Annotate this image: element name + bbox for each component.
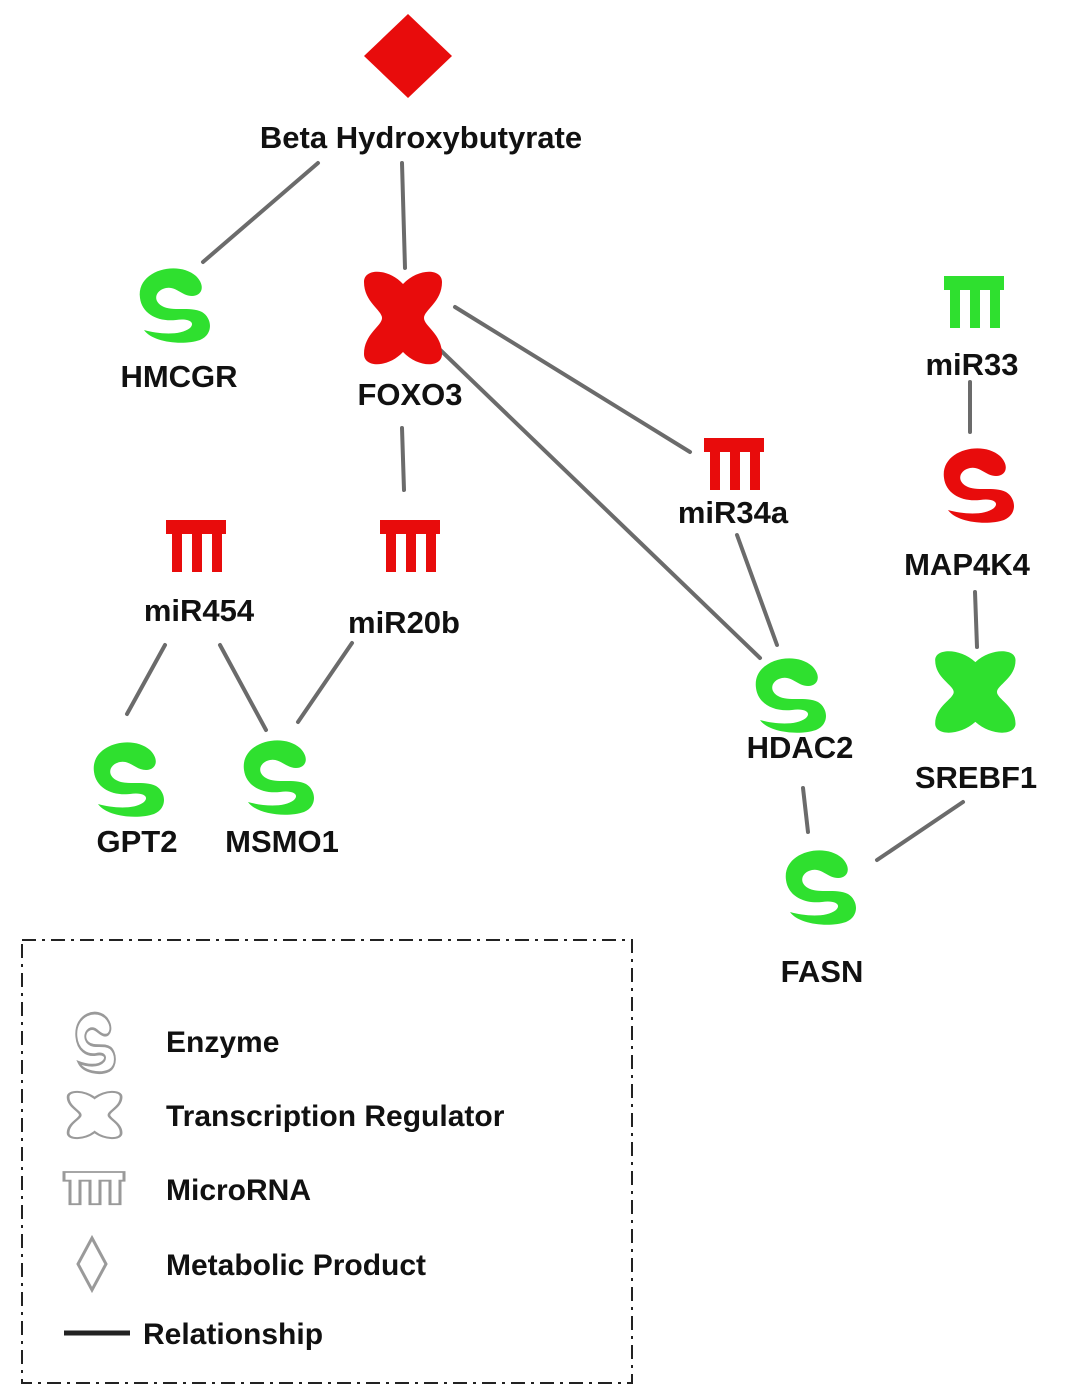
microrna-icon bbox=[380, 520, 440, 572]
legend-label: Metabolic Product bbox=[166, 1249, 426, 1282]
enzyme-icon bbox=[755, 658, 826, 733]
node-mir20b: miR20b bbox=[348, 520, 460, 640]
node-fasn: FASN bbox=[781, 850, 864, 989]
edge-map4k4-srebf1 bbox=[973, 590, 979, 649]
edge-mir454-gpt2 bbox=[125, 643, 167, 716]
node-mir34a: miR34a bbox=[678, 438, 789, 530]
node-label: FASN bbox=[781, 954, 864, 989]
legend-label: MicroRNA bbox=[166, 1174, 311, 1207]
node-label: MAP4K4 bbox=[904, 547, 1031, 582]
enzyme-icon bbox=[93, 742, 164, 817]
node-label: miR20b bbox=[348, 605, 460, 640]
node-gpt2: GPT2 bbox=[93, 742, 178, 859]
node-msmo1: MSMO1 bbox=[225, 740, 339, 859]
edge-mir34a-hdac2 bbox=[735, 533, 779, 647]
node-label: miR33 bbox=[925, 347, 1018, 382]
edge-srebf1-fasn bbox=[875, 800, 965, 862]
edge-bhb-foxo3 bbox=[400, 161, 407, 270]
legend-item-transcription-regulator: Transcription Regulator bbox=[66, 1090, 505, 1140]
microrna-icon bbox=[704, 438, 764, 490]
microrna-icon bbox=[62, 1170, 126, 1206]
node-mir33: miR33 bbox=[925, 276, 1019, 382]
transcription-regulator-icon bbox=[66, 1090, 123, 1140]
edges bbox=[125, 161, 979, 862]
node-label: HDAC2 bbox=[747, 730, 854, 765]
enzyme-icon bbox=[785, 850, 856, 925]
legend-item-microrna: MicroRNA bbox=[62, 1170, 311, 1207]
node-hdac2: HDAC2 bbox=[747, 658, 854, 765]
metabolic-product-icon bbox=[364, 14, 452, 98]
legend-item-enzyme: Enzyme bbox=[74, 1011, 279, 1075]
node-label: FOXO3 bbox=[357, 377, 462, 412]
enzyme-icon bbox=[943, 448, 1014, 523]
legend-item-relationship: Relationship bbox=[64, 1318, 323, 1351]
edge-hdac2-fasn bbox=[801, 786, 810, 834]
node-hmcgr: HMCGR bbox=[120, 268, 238, 394]
microrna-icon bbox=[944, 276, 1004, 328]
enzyme-icon bbox=[139, 268, 210, 343]
node-mir454: miR454 bbox=[144, 520, 255, 628]
node-label: Beta Hydroxybutyrate bbox=[260, 120, 582, 155]
legend: Enzyme Transcription Regulator MicroRNA … bbox=[21, 939, 633, 1384]
legend-item-metabolic-product: Metabolic Product bbox=[76, 1234, 426, 1294]
edge-mir454-msmo1 bbox=[218, 643, 268, 732]
node-map4k4: MAP4K4 bbox=[904, 448, 1031, 582]
legend-label: Enzyme bbox=[166, 1026, 279, 1059]
metabolic-product-icon bbox=[76, 1234, 108, 1294]
edge-foxo3-mir20b bbox=[400, 426, 406, 492]
enzyme-icon bbox=[74, 1011, 117, 1075]
node-label: MSMO1 bbox=[225, 824, 339, 859]
node-label: miR34a bbox=[678, 495, 789, 530]
edge-mir20b-msmo1 bbox=[296, 641, 354, 724]
edge-foxo3-mir34a bbox=[453, 305, 692, 454]
node-label: GPT2 bbox=[97, 824, 178, 859]
node-label: HMCGR bbox=[120, 359, 237, 394]
edge-foxo3-hdac2 bbox=[430, 340, 762, 660]
node-label: SREBF1 bbox=[915, 760, 1037, 795]
node-foxo3: FOXO3 bbox=[357, 271, 463, 412]
transcription-regulator-icon bbox=[364, 271, 442, 365]
legend-frame bbox=[21, 939, 633, 1384]
node-srebf1: SREBF1 bbox=[915, 651, 1037, 795]
legend-label: Transcription Regulator bbox=[166, 1100, 505, 1133]
edge-bhb-hmcgr bbox=[201, 161, 320, 264]
node-label: miR454 bbox=[144, 593, 255, 628]
transcription-regulator-icon bbox=[935, 651, 1016, 733]
enzyme-icon bbox=[243, 740, 314, 815]
node-beta-hydroxybutyrate: Beta Hydroxybutyrate bbox=[260, 14, 582, 155]
microrna-icon bbox=[166, 520, 226, 572]
legend-label: Relationship bbox=[143, 1318, 323, 1351]
